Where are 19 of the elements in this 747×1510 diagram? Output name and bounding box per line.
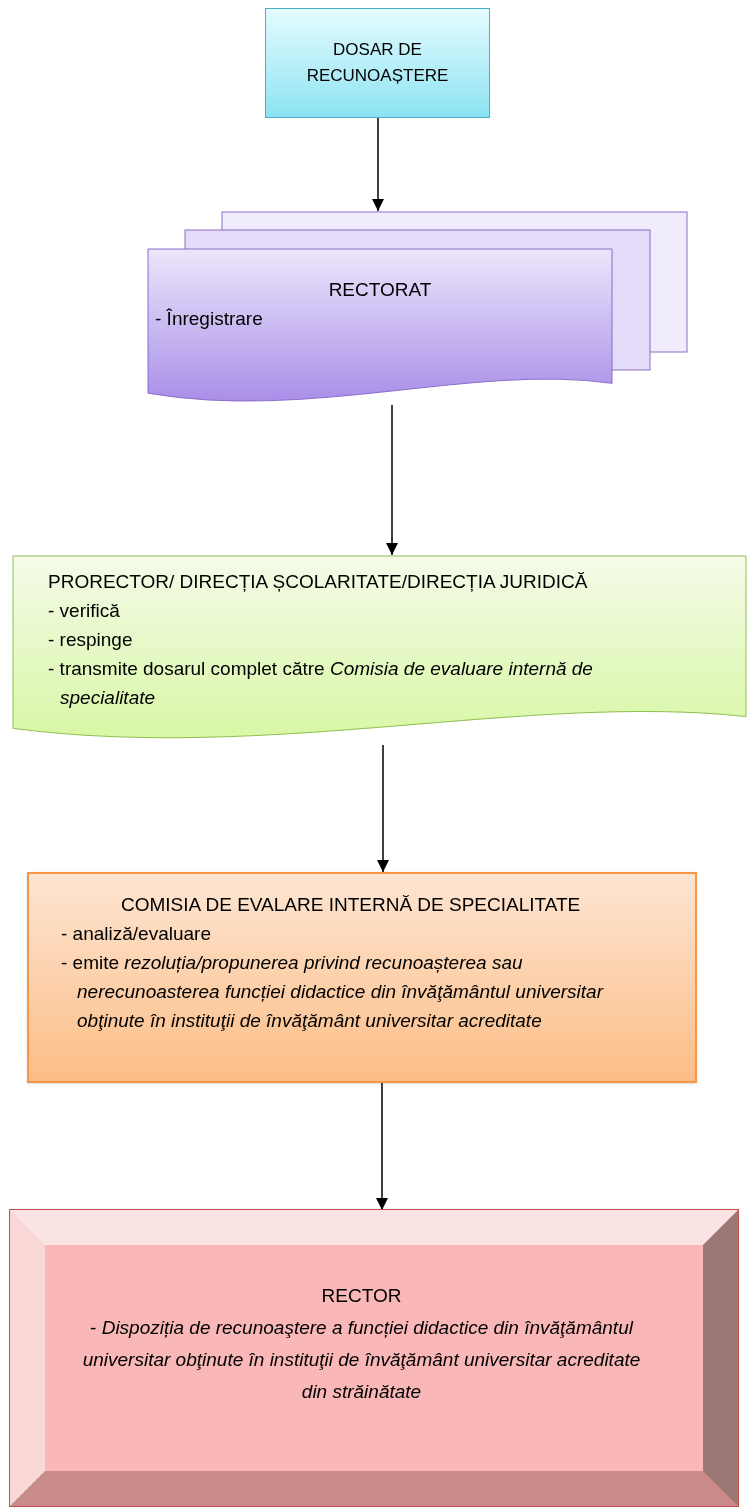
box-heading: COMISIA DE EVALARE INTERNĂ DE SPECIALITATE: [120, 893, 582, 917]
bullet-item: - Dispoziția de recunoaştere a funcției didactice din învăţământul universitar obţinute în instituţii de învăţământ universitar acreditate din străinătate: [81, 1316, 642, 1404]
bullet-item: - respinge: [47, 628, 134, 652]
bullet-item: - analiză/evaluare: [61, 922, 212, 946]
arrow: [376, 1082, 388, 1211]
bullet-item: - verifică: [47, 599, 121, 623]
process-box: [27, 872, 697, 1083]
box-heading: RECTOR: [320, 1284, 403, 1308]
box-heading: RECTORAT: [327, 278, 433, 302]
bullet-item: - Înregistrare: [155, 306, 264, 331]
bevel-box: [10, 1210, 738, 1506]
bullet-item: - transmite dosarul complet către Comisia de evaluare internă de specialitate: [47, 657, 594, 710]
process-box: [265, 8, 490, 118]
box-heading: DOSAR DE RECUNOAȘTERE: [305, 39, 450, 87]
arrow: [377, 744, 389, 873]
arrow: [372, 117, 384, 212]
box-heading: PRORECTOR/ DIRECȚIA ȘCOLARITATE/DIRECȚIA JURIDICĂ: [47, 570, 589, 594]
arrow: [386, 404, 398, 556]
bullet-item: - emite rezoluția/propunerea privind recunoașterea sau nerecunoasterea funcției didactice din învăţământul universitar obţinute în instituţii de învăţământ universitar acreditate: [61, 951, 605, 1033]
